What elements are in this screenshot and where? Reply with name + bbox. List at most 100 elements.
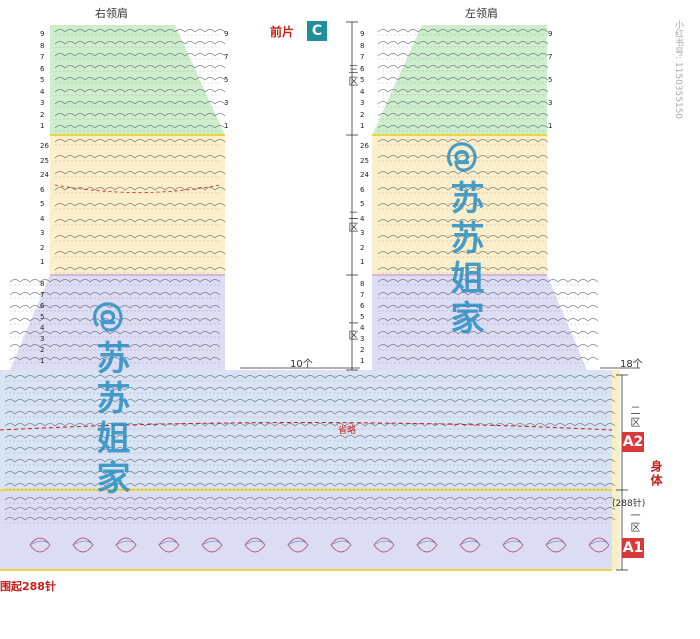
row-number: 8	[360, 41, 365, 50]
right-shoulder-top-row	[54, 89, 226, 93]
row-number: 1	[40, 258, 45, 266]
row-number: 25	[40, 156, 49, 165]
leaf-stem	[330, 540, 352, 546]
body-zone1-label: 一区	[628, 510, 639, 534]
left-shoulder-mid-row	[377, 171, 549, 175]
leaf-stem	[115, 540, 137, 546]
right-shoulder-mid-row	[54, 171, 226, 175]
left-shoulder-top-row	[377, 41, 549, 45]
row-number: 5	[40, 200, 45, 208]
body-edge-strip	[612, 370, 620, 570]
right-shoulder-low-row	[9, 344, 221, 348]
leaf-stem	[373, 540, 395, 546]
leaf-stem	[502, 540, 524, 546]
left-shoulder-mid-row	[377, 219, 549, 223]
right-shoulder-label: 右领肩	[95, 7, 128, 20]
body-lower-row	[4, 497, 616, 501]
right-shoulder-top-row	[54, 53, 226, 57]
row-number: 9	[224, 30, 229, 38]
right-shoulder-mid-row	[54, 155, 226, 159]
row-number: 3	[360, 99, 365, 107]
row-number: 7	[548, 53, 553, 61]
row-number: 1	[360, 357, 365, 365]
right-shoulder-low-row	[9, 305, 221, 309]
row-number: 1	[360, 122, 365, 130]
body-lower-row	[4, 517, 616, 521]
front-piece-badge: C	[307, 21, 327, 41]
row-number: 6	[40, 185, 45, 194]
left-shoulder-top-row	[377, 113, 549, 117]
left-shoulder-low-row	[377, 331, 599, 335]
row-number: 3	[40, 335, 45, 343]
body-lower-panel	[0, 490, 612, 570]
shoulder-green-panel	[50, 25, 225, 135]
row-number: 8	[40, 41, 45, 50]
watermark-right: @苏苏姐家	[444, 140, 484, 340]
left-shoulder-mid-row	[377, 267, 549, 271]
row-number: 24	[360, 171, 369, 179]
right-shoulder-mid-row	[54, 187, 226, 191]
row-number: 7	[224, 53, 229, 61]
right-shoulder-top-row	[54, 65, 226, 69]
left-shoulder-mid-row	[377, 203, 549, 207]
row-number: 8	[40, 280, 45, 288]
body-upper-row	[4, 399, 616, 403]
row-number: 6	[40, 64, 45, 73]
left-shoulder-low-row	[377, 279, 599, 283]
omit-label: 省略	[338, 426, 357, 436]
count-18-label: 18个	[620, 359, 643, 370]
row-number: 6	[40, 302, 45, 310]
row-number: 3	[224, 99, 229, 107]
row-number: 5	[548, 76, 553, 84]
row-number: 2	[360, 346, 365, 354]
row-number: 1	[40, 122, 45, 130]
right-shoulder-top-row	[54, 41, 226, 45]
row-number: 4	[360, 87, 365, 96]
shoulder-green-panel	[372, 25, 547, 135]
row-number: 4	[360, 214, 365, 223]
left-shoulder-mid-row	[377, 235, 549, 239]
row-number: 5	[360, 76, 365, 84]
right-shoulder-mid-row	[54, 203, 226, 207]
a2-badge: A2	[622, 432, 644, 452]
row-number: 5	[360, 313, 365, 321]
leaf-stem	[244, 540, 266, 546]
right-shoulder-low-row	[9, 331, 221, 335]
row-number: 4	[40, 87, 45, 96]
left-shoulder-mid-row	[377, 139, 549, 143]
redbook-id: 小红书号: 1150355150	[673, 20, 683, 120]
left-shoulder-label: 左领肩	[465, 7, 498, 20]
right-shoulder-low-row	[9, 279, 221, 283]
right-shoulder-low-row	[9, 357, 221, 361]
left-shoulder-top-row	[377, 89, 549, 93]
right-shoulder-top-row	[54, 113, 226, 117]
row-number: 1	[360, 258, 365, 266]
leaf-stem	[287, 540, 309, 546]
row-number: 1	[40, 357, 45, 365]
omit-curve	[0, 422, 613, 431]
row-number: 1	[548, 122, 553, 130]
row-number: 3	[40, 99, 45, 107]
right-shoulder-top-row	[54, 77, 226, 81]
row-number: 7	[40, 291, 45, 299]
row-number: 6	[360, 302, 365, 310]
body-upper-row	[4, 435, 616, 439]
left-shoulder-mid-row	[377, 187, 549, 191]
zone3-label: 三区	[346, 64, 357, 88]
row-number: 3	[548, 99, 553, 107]
leaf-stem	[201, 540, 223, 546]
row-number: 5	[224, 76, 229, 84]
leaf-stem	[72, 540, 94, 546]
zone1-label: 一区	[346, 318, 357, 342]
row-number: 4	[40, 324, 45, 332]
body-upper-row	[4, 483, 616, 487]
row-number: 7	[360, 291, 365, 299]
row-number: 2	[40, 110, 45, 119]
row-number: 6	[360, 64, 365, 73]
watermark-left: @苏苏姐家	[90, 300, 130, 500]
zone2-label: 二区	[346, 210, 357, 234]
a1-badge: A1	[622, 538, 644, 558]
shoulder-lavender-panel	[372, 275, 587, 370]
left-shoulder-low-row	[377, 357, 599, 361]
